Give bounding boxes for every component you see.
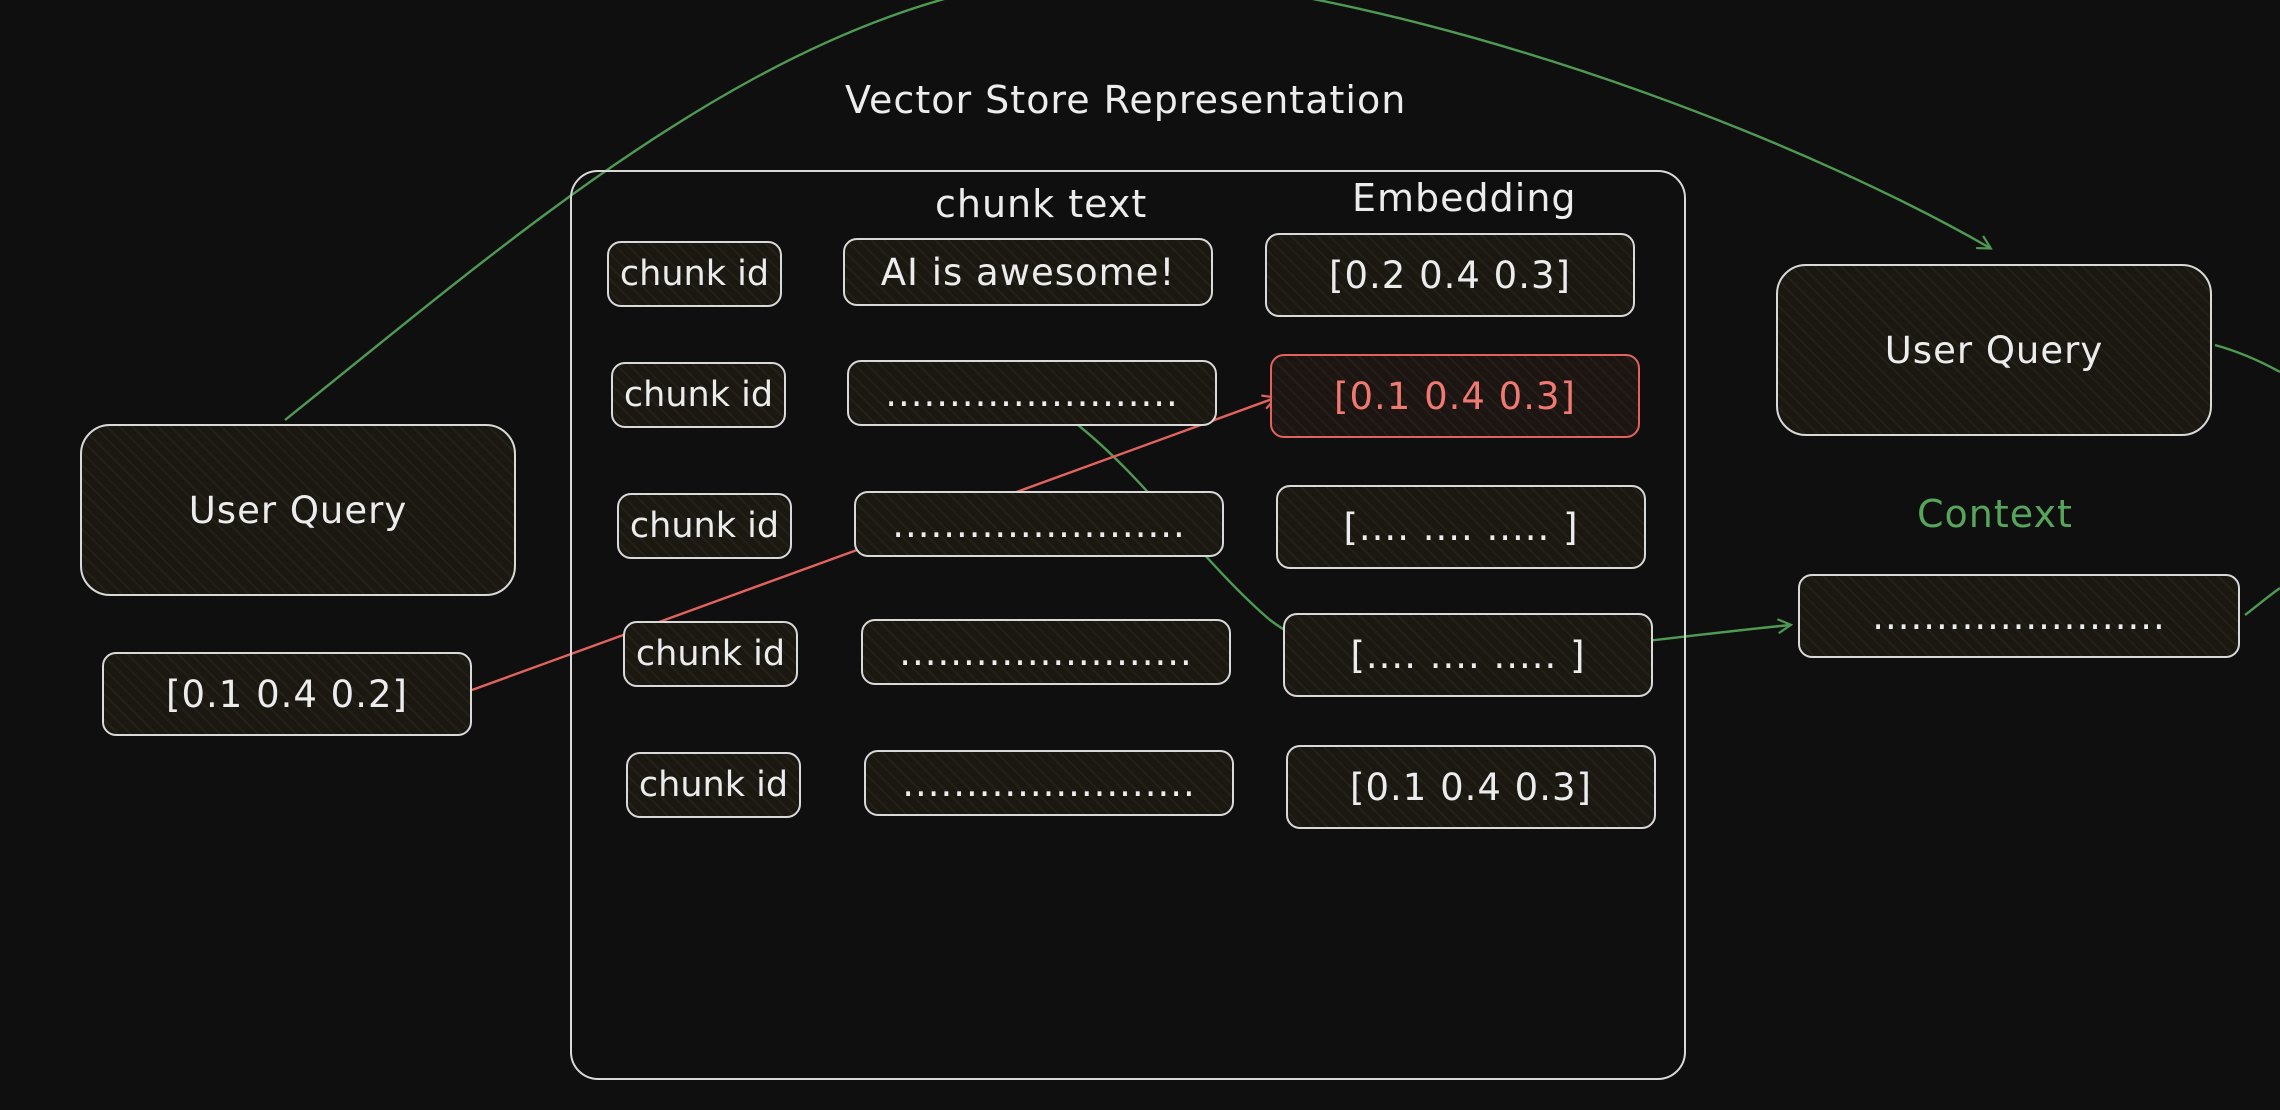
vector-store-title: Vector Store Representation [845, 78, 1407, 122]
column-header-chunk-text: chunk text [935, 182, 1148, 226]
chunk-text-cell: ....................... [864, 750, 1234, 816]
context-label: Context [1917, 492, 2073, 536]
right-user-query-box: User Query [1776, 264, 2212, 436]
embedding-cell: [.... .... ..... ] [1283, 613, 1653, 697]
vector-store-table [570, 170, 1686, 1080]
chunk-id-cell: chunk id [611, 362, 786, 428]
context-box: ....................... [1798, 574, 2240, 658]
chunk-text-cell: AI is awesome! [843, 238, 1213, 306]
chunk-id-cell: chunk id [607, 241, 782, 307]
chunk-text-cell: ....................... [847, 360, 1217, 426]
chunk-id-cell: chunk id [626, 752, 801, 818]
chunk-id-cell: chunk id [617, 493, 792, 559]
left-user-query-box: User Query [80, 424, 516, 596]
chunk-id-cell: chunk id [623, 621, 798, 687]
embedding-cell: [0.2 0.4 0.3] [1265, 233, 1635, 317]
query-embedding-box: [0.1 0.4 0.2] [102, 652, 472, 736]
right-edge-connector-top [2214, 343, 2280, 374]
embedding-cell-matched: [0.1 0.4 0.3] [1270, 354, 1640, 438]
column-header-embedding: Embedding [1352, 176, 1577, 220]
chunk-text-cell: ....................... [854, 491, 1224, 557]
right-edge-connector-bottom [2244, 587, 2280, 616]
chunk-text-cell: ....................... [861, 619, 1231, 685]
query-passthrough-arrow [284, 0, 1990, 421]
embedding-cell: [.... .... ..... ] [1276, 485, 1646, 569]
embedding-cell: [0.1 0.4 0.3] [1286, 745, 1656, 829]
